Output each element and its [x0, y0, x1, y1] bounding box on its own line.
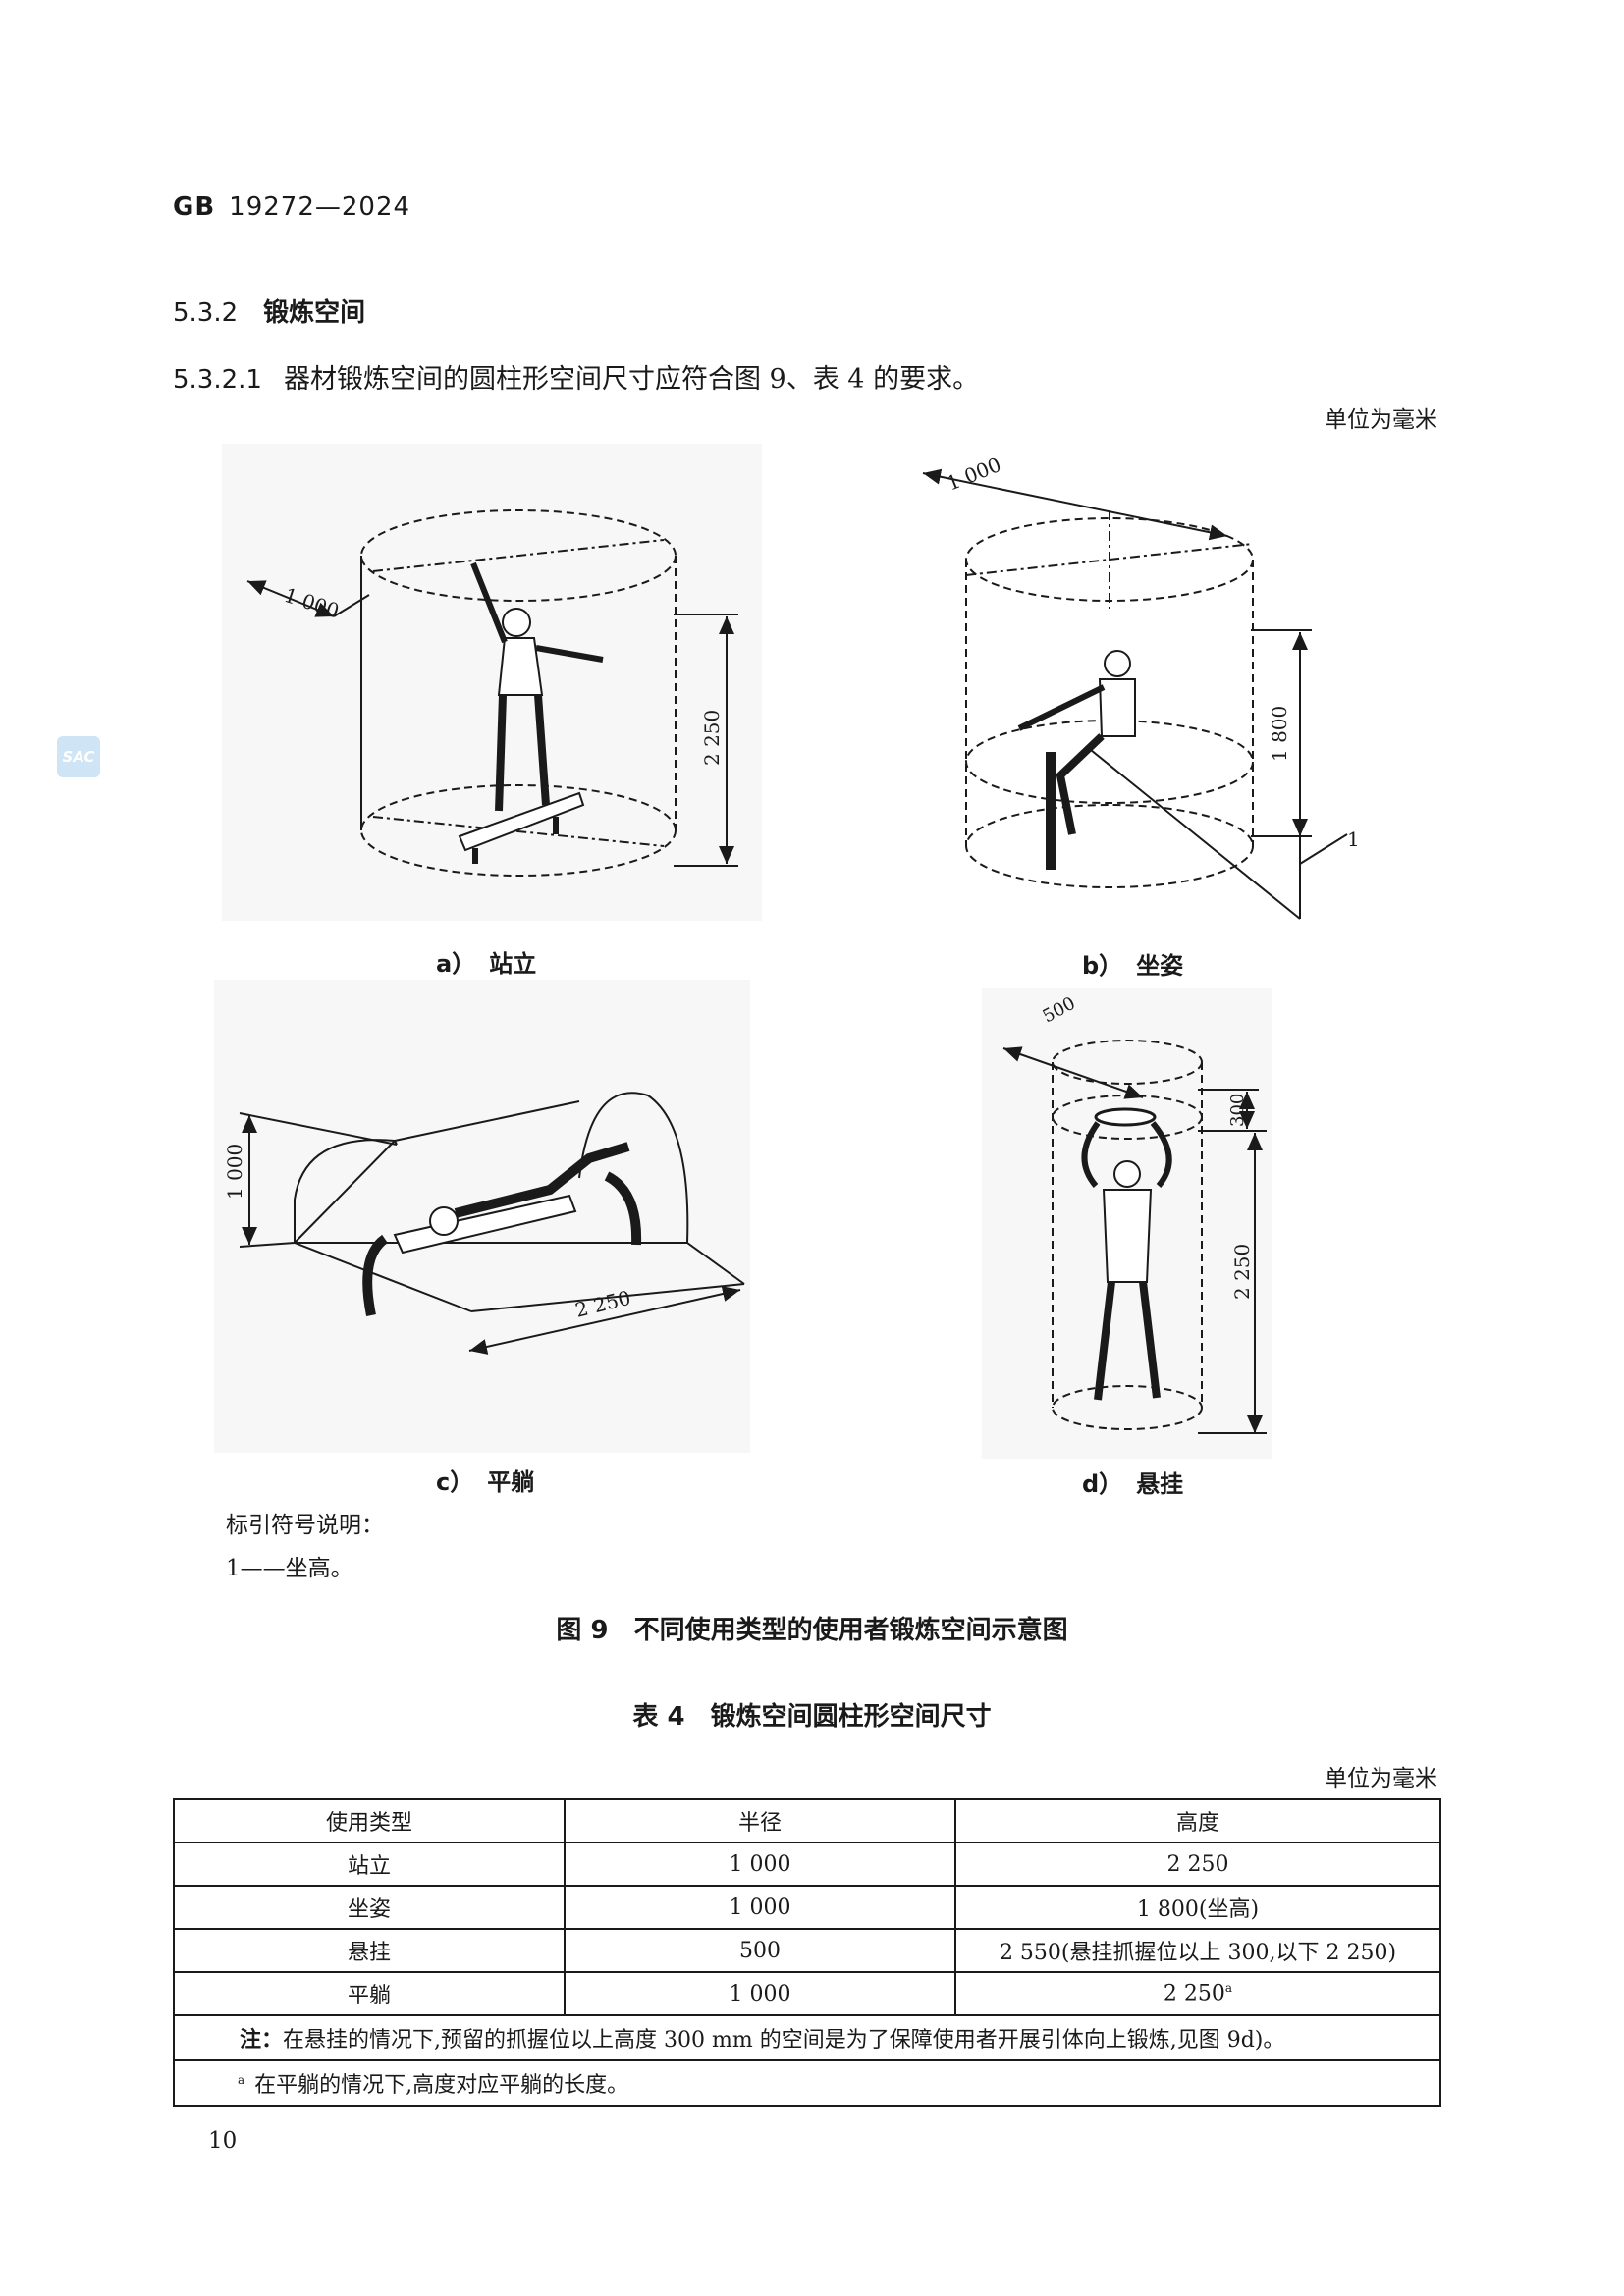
svg-text:1 800: 1 800	[1268, 706, 1291, 762]
cell-radius: 1 000	[564, 1971, 956, 2016]
svg-text:1 000: 1 000	[223, 1144, 246, 1200]
document-identifier: GB 19272—2024	[173, 192, 410, 222]
unit-note: 单位为毫米	[1325, 407, 1437, 433]
panel-b-sitting: 1 000 1 800 1	[922, 453, 1360, 920]
panel-c-lying: 1 000 2 250	[214, 980, 750, 1453]
clause-number: 5.3.2.1	[173, 365, 262, 395]
cell-type: 平躺	[173, 1971, 566, 2016]
dimension-table: 使用类型 半径 高度 站立 1 000 2 250 坐姿 1 000 1 800…	[173, 1798, 1441, 2107]
table-unit-note: 单位为毫米	[1325, 1766, 1437, 1791]
clause-text: 器材锻炼空间的圆柱形空间尺寸应符合图 9、表 4 的要求。	[283, 364, 980, 395]
cell-type: 站立	[173, 1842, 566, 1887]
table-row: 悬挂 500 2 550(悬挂抓握位以上 300,以下 2 250)	[173, 1928, 1441, 1973]
std-number: 19272—2024	[229, 192, 411, 222]
svg-text:2 250: 2 250	[700, 710, 724, 766]
cell-height: 2 550(悬挂抓握位以上 300,以下 2 250)	[954, 1928, 1441, 1973]
table-note: 注：在悬挂的情况下,预留的抓握位以上高度 300 mm 的空间是为了保障使用者开…	[173, 2014, 1441, 2061]
table-row: 坐姿 1 000 1 800(坐高)	[173, 1885, 1441, 1930]
cell-height: 2 250	[954, 1842, 1441, 1887]
header-radius: 半径	[564, 1798, 956, 1843]
svg-text:300: 300	[1227, 1094, 1248, 1127]
table-note-row: 注：在悬挂的情况下,预留的抓握位以上高度 300 mm 的空间是为了保障使用者开…	[173, 2014, 1441, 2061]
section-title: 锻炼空间	[263, 298, 366, 328]
table-header-row: 使用类型 半径 高度	[173, 1798, 1441, 1843]
panel-a-caption: a）站立	[436, 950, 537, 978]
panel-d-hanging: 500 300 2 250	[982, 988, 1272, 1459]
header-usage-type: 使用类型	[173, 1798, 566, 1843]
std-prefix: GB	[173, 192, 216, 222]
footnote-marker: a	[1224, 1981, 1233, 1996]
sac-watermark: SAC	[57, 736, 100, 777]
table-title: 表 4 锻炼空间圆柱形空间尺寸	[632, 1702, 992, 1732]
header-height: 高度	[954, 1798, 1441, 1843]
panel-a-standing: 1 000 2 250	[222, 444, 762, 921]
cell-type: 悬挂	[173, 1928, 566, 1973]
section-number: 5.3.2	[173, 298, 239, 328]
cell-height: 1 800(坐高)	[954, 1885, 1441, 1930]
svg-text:1: 1	[1347, 828, 1360, 851]
legend-item: 1——坐高。	[226, 1556, 353, 1581]
table-row: 站立 1 000 2 250	[173, 1842, 1441, 1887]
panel-b-caption: b）坐姿	[1082, 952, 1184, 980]
table-row: 平躺 1 000 2 250a	[173, 1971, 1441, 2016]
panel-d-caption: d）悬挂	[1082, 1470, 1184, 1498]
cell-type: 坐姿	[173, 1885, 566, 1930]
figure-9-drawing: 1 000 2 250 1 000 1 800 1	[214, 444, 1360, 1459]
figure-legend: 标引符号说明： 1——坐高。	[226, 1504, 384, 1590]
page-number: 10	[208, 2128, 238, 2154]
cell-radius: 1 000	[564, 1842, 956, 1887]
panel-c-caption: c）平躺	[436, 1468, 535, 1496]
figure-title: 图 9 不同使用类型的使用者锻炼空间示意图	[556, 1616, 1068, 1645]
cell-radius: 500	[564, 1928, 956, 1973]
legend-title: 标引符号说明：	[226, 1513, 384, 1538]
cell-height: 2 250a	[954, 1971, 1441, 2016]
cell-radius: 1 000	[564, 1885, 956, 1930]
section-heading: 5.3.2 锻炼空间	[173, 293, 365, 329]
svg-text:2 250: 2 250	[1230, 1244, 1254, 1300]
clause-paragraph: 5.3.2.1 器材锻炼空间的圆柱形空间尺寸应符合图 9、表 4 的要求。	[173, 357, 979, 396]
